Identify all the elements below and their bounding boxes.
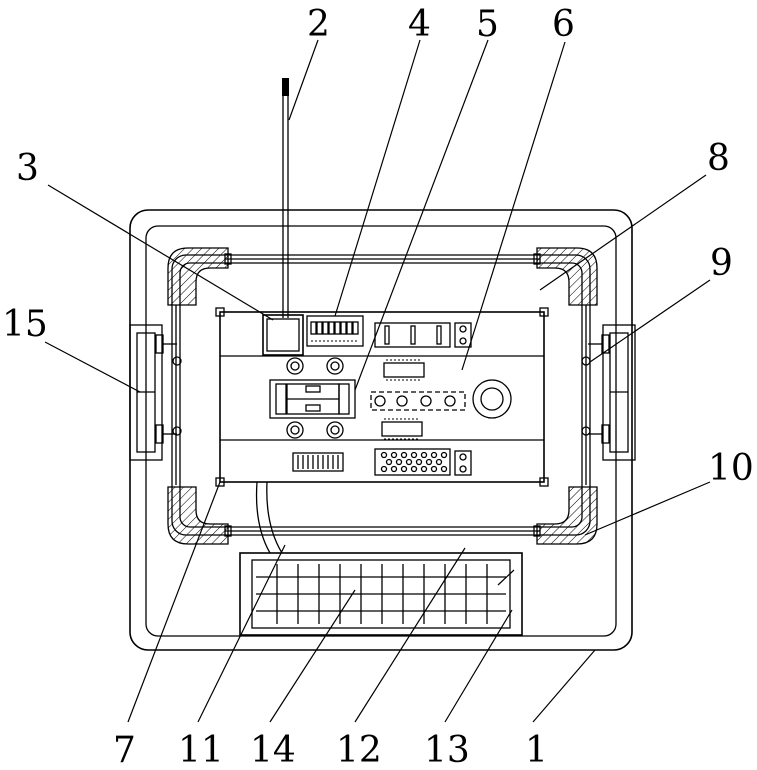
callout-12: 12 [336, 730, 382, 770]
callout-14: 14 [250, 730, 296, 770]
bottom-board-row [293, 449, 471, 475]
top-connectors [375, 323, 471, 347]
wireless-module [263, 315, 303, 355]
corner-buffer-bottom-left [168, 487, 228, 544]
callout-9: 9 [710, 243, 733, 284]
terminal-rings [287, 358, 343, 438]
callout-5: 5 [476, 4, 499, 45]
callout-3: 3 [16, 148, 39, 189]
corner-buffer-bottom-right [537, 487, 597, 544]
callout-15: 15 [2, 304, 48, 345]
right-handle [588, 325, 635, 460]
callout-6: 6 [552, 4, 575, 45]
corner-buffer-top-left [168, 248, 228, 305]
callout-1: 1 [525, 730, 548, 770]
left-handle [130, 325, 177, 460]
connecting-wires [257, 482, 282, 553]
callout-4: 4 [408, 4, 431, 45]
callout-10: 10 [708, 448, 754, 489]
dip-switch [307, 316, 363, 346]
antenna [282, 78, 289, 318]
outer-housing [130, 210, 632, 650]
callout-labels: 1 2 3 4 5 6 7 8 9 10 11 12 13 14 15 [2, 4, 754, 770]
chips-and-leds [371, 360, 511, 439]
callout-8: 8 [707, 138, 730, 179]
battery-holder [270, 380, 355, 418]
callout-11: 11 [178, 730, 224, 770]
callout-2: 2 [307, 4, 330, 45]
solar-panel [240, 553, 522, 635]
mounting-frame [172, 254, 590, 536]
callout-7: 7 [113, 730, 136, 770]
callout-13: 13 [424, 730, 470, 770]
